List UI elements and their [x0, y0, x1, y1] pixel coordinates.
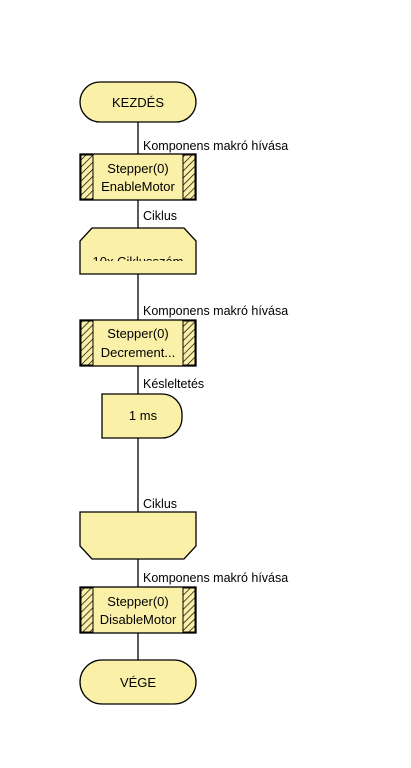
end-label: VÉGE — [120, 675, 156, 690]
macro1-node[interactable]: Stepper(0) EnableMotor — [79, 153, 197, 201]
macro2-caption: Komponens makró hívása — [143, 304, 288, 318]
end-node[interactable]: VÉGE — [79, 659, 197, 705]
macro2-line2: Decrement... — [101, 345, 175, 360]
loop-start-caption: Ciklus — [143, 209, 177, 223]
loop-end-node[interactable] — [79, 511, 197, 560]
loop-end-caption: Ciklus — [143, 497, 177, 511]
macro3-caption: Komponens makró hívása — [143, 571, 288, 585]
loop-start-text: 10x Ciklusszám — [92, 254, 183, 269]
macro3-line2: DisableMotor — [100, 612, 177, 627]
macro2-line1: Stepper(0) — [107, 326, 168, 341]
delay-caption: Késleltetés — [143, 377, 204, 391]
delay-text: 1 ms — [129, 408, 158, 423]
macro3-node[interactable]: Stepper(0) DisableMotor — [79, 586, 197, 634]
loop-start-node[interactable]: 10x Ciklusszám — [79, 227, 197, 275]
start-node[interactable]: KEZDÉS — [79, 81, 197, 123]
macro1-line1: Stepper(0) — [107, 161, 168, 176]
macro2-node[interactable]: Stepper(0) Decrement... — [79, 319, 197, 367]
macro1-caption: Komponens makró hívása — [143, 139, 288, 153]
macro3-line1: Stepper(0) — [107, 594, 168, 609]
macro1-line2: EnableMotor — [101, 179, 175, 194]
start-label: KEZDÉS — [112, 95, 164, 110]
delay-node[interactable]: 1 ms — [101, 393, 183, 439]
